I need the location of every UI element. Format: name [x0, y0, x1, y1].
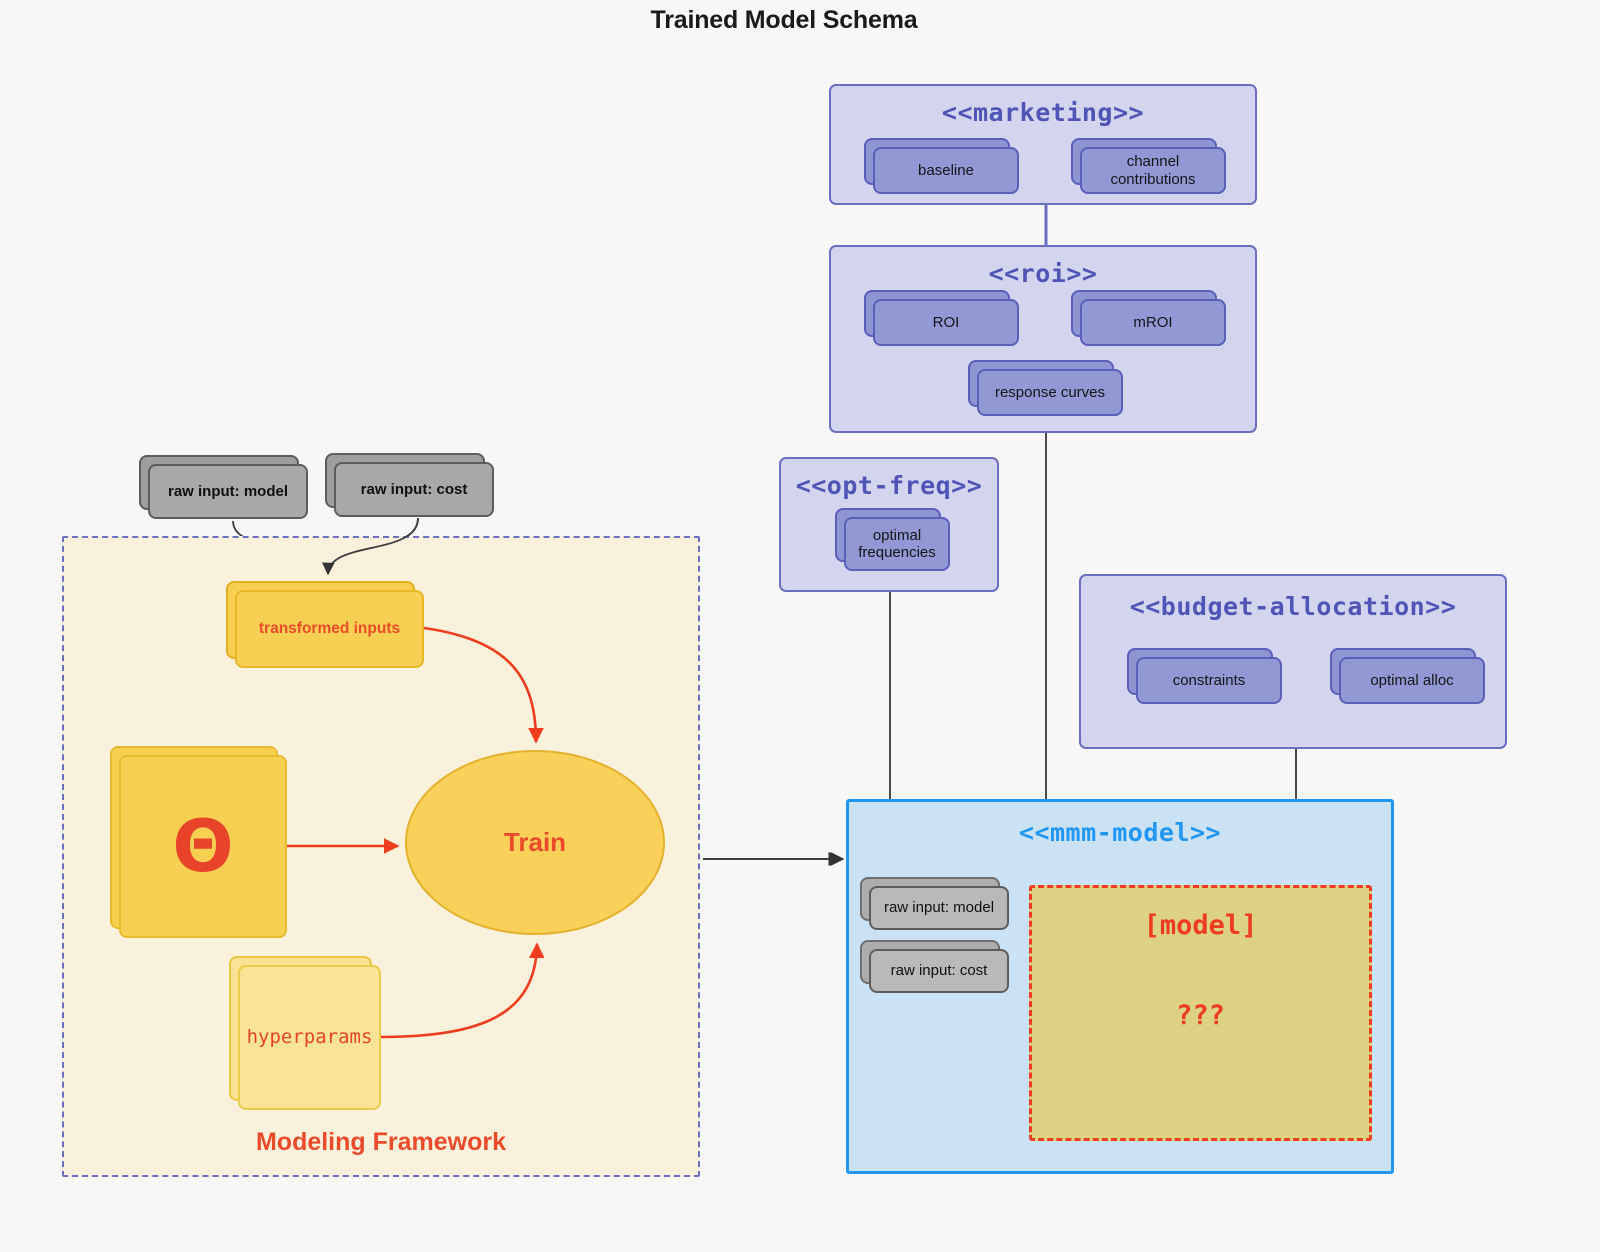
node-mroi-label: mROI [1080, 299, 1226, 346]
node-constraints-label: constraints [1136, 657, 1282, 704]
node-baseline[interactable]: baseline [864, 138, 1019, 194]
package-budget-allocation[interactable]: <<budget-allocation>> constraints optima… [1079, 574, 1507, 749]
node-response-curves-label: response curves [977, 369, 1123, 416]
package-title-mmm-model: <<mmm-model>> [1018, 818, 1222, 847]
node-optimal-frequencies-label: optimal frequencies [844, 517, 950, 571]
package-title-budget-allocation: <<budget-allocation>> [1129, 592, 1457, 621]
node-mmm-raw-input-model-label: raw input: model [869, 886, 1009, 930]
node-raw-input-model-label: raw input: model [148, 464, 308, 519]
node-transformed-inputs[interactable]: transformed inputs [226, 581, 424, 668]
node-optimal-alloc[interactable]: optimal alloc [1330, 648, 1485, 704]
node-mmm-raw-input-cost[interactable]: raw input: cost [860, 940, 1009, 993]
node-mmm-raw-input-cost-label: raw input: cost [869, 949, 1009, 993]
node-optimal-frequencies[interactable]: optimal frequencies [835, 508, 950, 571]
node-channel-contributions[interactable]: channel contributions [1071, 138, 1226, 194]
node-transformed-inputs-label: transformed inputs [235, 590, 424, 668]
node-raw-input-model[interactable]: raw input: model [139, 455, 308, 519]
package-roi[interactable]: <<roi>> ROI mROI response curves [829, 245, 1257, 433]
package-title-marketing: <<marketing>> [941, 98, 1145, 127]
node-baseline-label: baseline [873, 147, 1019, 194]
node-mroi[interactable]: mROI [1071, 290, 1226, 346]
node-roi[interactable]: ROI [864, 290, 1019, 346]
package-connectors [889, 204, 1297, 800]
package-opt-freq[interactable]: <<opt-freq>> optimal frequencies [779, 457, 999, 592]
node-hyperparams-label: hyperparams [238, 965, 381, 1110]
model-placeholder-unknown: ??? [1176, 1000, 1225, 1031]
node-channel-contributions-label: channel contributions [1080, 147, 1226, 194]
node-theta-label: Θ [119, 755, 287, 938]
node-mmm-raw-input-model[interactable]: raw input: model [860, 877, 1009, 930]
node-theta[interactable]: Θ [110, 746, 287, 938]
node-train-label: Train [503, 827, 567, 857]
node-optimal-alloc-label: optimal alloc [1339, 657, 1485, 704]
node-constraints[interactable]: constraints [1127, 648, 1282, 704]
package-mmm-model[interactable]: <<mmm-model>> raw input: model raw input… [846, 799, 1394, 1174]
page-title: Trained Model Schema [650, 6, 918, 34]
node-train[interactable]: Train [405, 750, 665, 935]
package-marketing[interactable]: <<marketing>> baseline channel contribut… [829, 84, 1257, 205]
node-raw-input-cost[interactable]: raw input: cost [325, 453, 494, 517]
node-raw-input-cost-label: raw input: cost [334, 462, 494, 517]
node-roi-label: ROI [873, 299, 1019, 346]
model-placeholder-label: [model] [1143, 910, 1258, 941]
modeling-framework-label: Modeling Framework [255, 1128, 507, 1156]
model-placeholder-box[interactable]: [model] ??? [1029, 885, 1372, 1141]
node-response-curves[interactable]: response curves [968, 360, 1123, 416]
package-title-opt-freq: <<opt-freq>> [795, 471, 983, 500]
node-hyperparams[interactable]: hyperparams [229, 956, 381, 1110]
package-title-roi: <<roi>> [988, 259, 1098, 288]
